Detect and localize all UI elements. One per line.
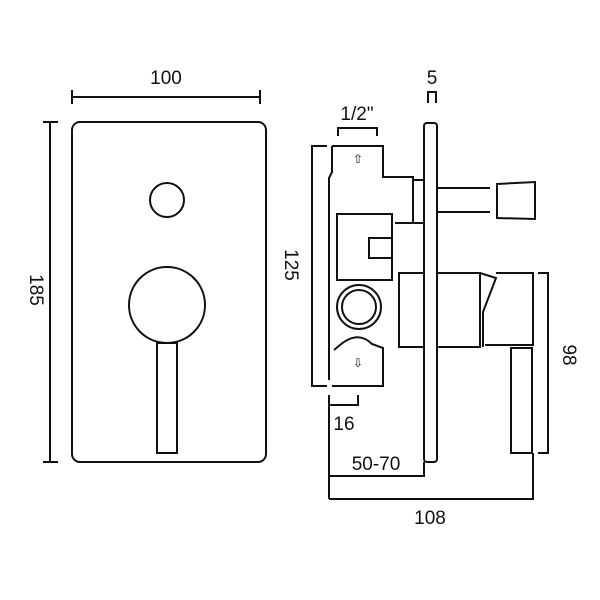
handle-hub [128,266,206,344]
handle-base [437,272,534,348]
width-label: 100 [150,68,182,89]
diverter-knob [496,180,536,221]
body-height-label: 125 [280,249,301,281]
side-lever [510,347,533,454]
wall-depth-dimension [328,405,425,499]
wall-depth-label: 50-70 [352,454,401,475]
outlet-offset-label: 16 [333,414,354,435]
height-label: 185 [25,274,46,306]
cartridge-housing [398,272,425,348]
valve-body [328,145,414,387]
total-depth-label: 108 [414,508,446,529]
width-dimension-line [71,90,261,104]
inlet-arrow-icon: ⇧ [353,152,363,166]
total-depth-dimension [329,453,534,500]
outlet-offset-dimension [328,395,359,406]
diverter-spindle [437,187,490,213]
diverter-button [149,182,185,218]
cover-plate [71,121,267,463]
inner-slot [368,237,393,259]
outlet-ring-outer [336,284,382,330]
handle-height-label: 98 [558,344,579,365]
height-dimension-line [43,121,58,463]
pipe-size-label: 1/2" [340,104,373,125]
side-plate [423,122,438,463]
plate-thickness-dimension [427,91,437,103]
pipe-size-dimension [337,127,378,136]
body-height-dimension [311,145,327,387]
plate-thickness-label: 5 [427,68,438,89]
front-view: 100 185 [25,68,267,463]
handle-height-dimension [538,272,549,454]
side-view: ⇧ ⇩ 5 1/2" 125 16 50-70 108 98 [280,68,579,529]
lever-handle [156,342,178,454]
outlet-arrow-icon: ⇩ [353,356,363,370]
knurled-nut [412,179,425,224]
outlet-ring-inner [341,289,377,325]
inner-block [336,213,393,281]
